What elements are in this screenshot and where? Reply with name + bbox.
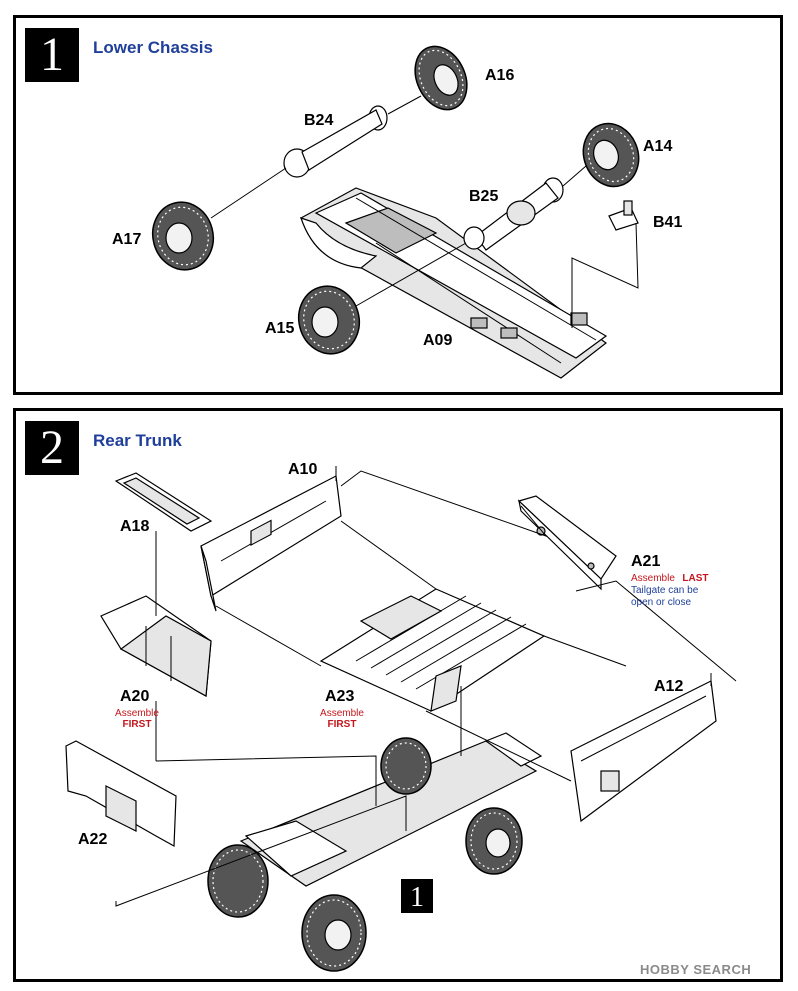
part-label-A18: A18 [120, 518, 149, 535]
tailgate-icon [517, 495, 617, 591]
part-label-A10: A10 [288, 461, 317, 478]
part-label-B24: B24 [304, 112, 333, 129]
rear-trunk-diagram: 1 A10 A18 A21 Assemble LAST Tailgate can… [65, 461, 737, 972]
part-label-A14: A14 [643, 138, 672, 155]
a23-note-line2: FIRST [328, 719, 357, 730]
part-label-A17: A17 [112, 231, 141, 248]
watermark-text: HOBBY SEARCH [640, 962, 752, 977]
a21-note-line1: Assemble LAST [631, 568, 708, 585]
part-label-A21: A21 [631, 553, 660, 570]
part-label-A16: A16 [485, 67, 514, 84]
part-label-A20: A20 [120, 688, 149, 705]
axle-icon [463, 177, 564, 251]
a20-note-line1: Assemble [115, 708, 159, 719]
side-panel-icon [200, 466, 342, 612]
front-wall-icon [100, 595, 212, 697]
step-title: Rear Trunk [93, 431, 182, 450]
lower-chassis-diagram: A16 B24 A14 B25 B41 A17 A15 A09 [112, 45, 682, 379]
chassis-frame-icon [300, 187, 608, 379]
leader-lines [115, 470, 737, 907]
step-number-badge: 2 [25, 421, 79, 475]
a21-note-line3: open or close [631, 597, 691, 608]
a21-note-line2: Tailgate can be [631, 585, 699, 596]
chassis-subassembly-icon [207, 732, 543, 972]
bed-floor-icon [319, 588, 546, 712]
part-label-A23: A23 [325, 688, 354, 705]
side-panel-icon [570, 673, 717, 823]
step-title: Lower Chassis [93, 38, 213, 57]
subassembly-ref-number: 1 [410, 882, 424, 913]
step-1-panel: 1 Lower Chassis [13, 15, 783, 395]
axle-icon [283, 105, 388, 178]
part-label-A09: A09 [423, 332, 452, 349]
part-label-B41: B41 [653, 214, 682, 231]
wheel-icon [151, 201, 215, 271]
plate-part-icon [114, 472, 213, 532]
a23-note-line1: Assemble [320, 708, 364, 719]
wheel-icon [582, 122, 640, 188]
part-label-A12: A12 [654, 678, 683, 695]
step-2-panel: 2 Rear Trunk [13, 408, 783, 982]
part-label-B25: B25 [469, 188, 498, 205]
leader-lines [210, 95, 639, 328]
part-label-A15: A15 [265, 320, 294, 337]
wheel-icon [297, 285, 361, 355]
part-label-A22: A22 [78, 831, 107, 848]
step-number-badge: 1 [25, 28, 79, 82]
a20-note-line2: FIRST [123, 719, 152, 730]
front-panel-icon [65, 740, 177, 847]
bracket-icon [608, 200, 639, 231]
subassembly-ref-badge [401, 879, 433, 913]
wheel-icon [414, 45, 468, 111]
